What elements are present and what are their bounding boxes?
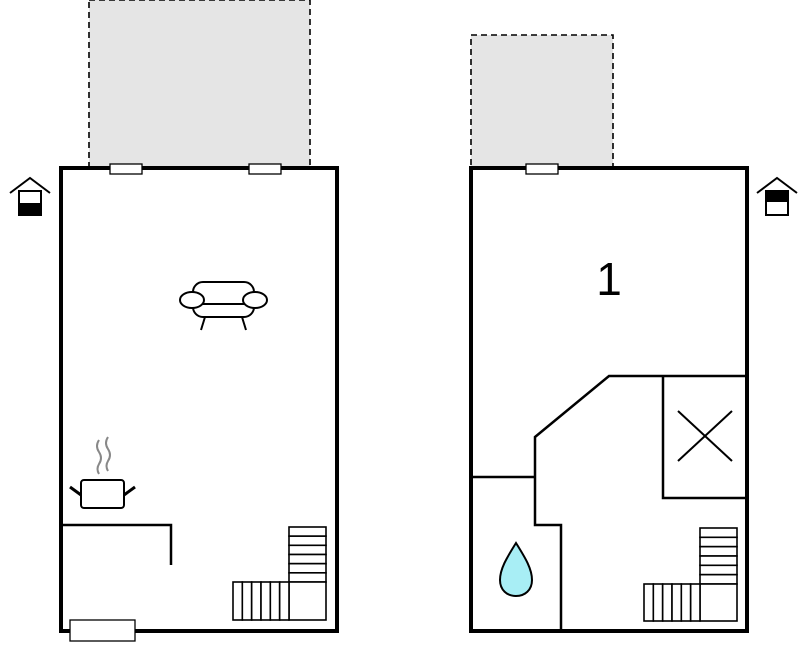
interior-wall (533, 374, 745, 631)
stair-step (269, 581, 281, 621)
stair-step (661, 583, 673, 622)
void-cross-icon (677, 410, 733, 462)
stairs-icon (232, 526, 327, 621)
stair-step (278, 581, 290, 621)
stair-step (643, 583, 655, 622)
stair-step (671, 583, 683, 622)
stair-step (250, 581, 262, 621)
stair-step (699, 564, 738, 576)
stair-step (699, 536, 738, 548)
stairs-icon (643, 527, 738, 622)
kitchen-counter (63, 523, 173, 565)
upper-floor-plan: 1 (469, 34, 749, 633)
stair-step (288, 581, 327, 621)
stair-step (232, 581, 244, 621)
balcony (88, 0, 311, 169)
stair-step (288, 572, 327, 583)
stair-step (699, 555, 738, 567)
stair-step (288, 544, 327, 556)
ground-floor-plan (59, 0, 339, 642)
window (248, 163, 282, 175)
stair-step (699, 573, 738, 585)
outer-wall (469, 166, 749, 633)
window (109, 163, 143, 175)
room-number-label: 1 (596, 253, 622, 305)
entrance-house-icon (9, 176, 51, 216)
entrance-house-icon (756, 176, 798, 216)
outer-wall (59, 166, 339, 633)
cooking-pot-icon (69, 436, 136, 509)
stair-step (652, 583, 664, 622)
water-drop-icon (498, 541, 534, 598)
stair-step (680, 583, 692, 622)
window (525, 163, 559, 175)
stair-step (241, 581, 253, 621)
interior-wall (661, 376, 745, 500)
stair-step (288, 553, 327, 565)
stair-step (288, 526, 327, 537)
window (69, 619, 136, 642)
stair-step (689, 583, 701, 622)
stair-step (699, 527, 738, 539)
stair-step (699, 545, 738, 557)
balcony (470, 34, 614, 169)
sofa-icon (179, 281, 268, 331)
stair-step (699, 583, 738, 622)
stair-step (288, 562, 327, 574)
stair-step (288, 535, 327, 547)
stair-step (260, 581, 272, 621)
